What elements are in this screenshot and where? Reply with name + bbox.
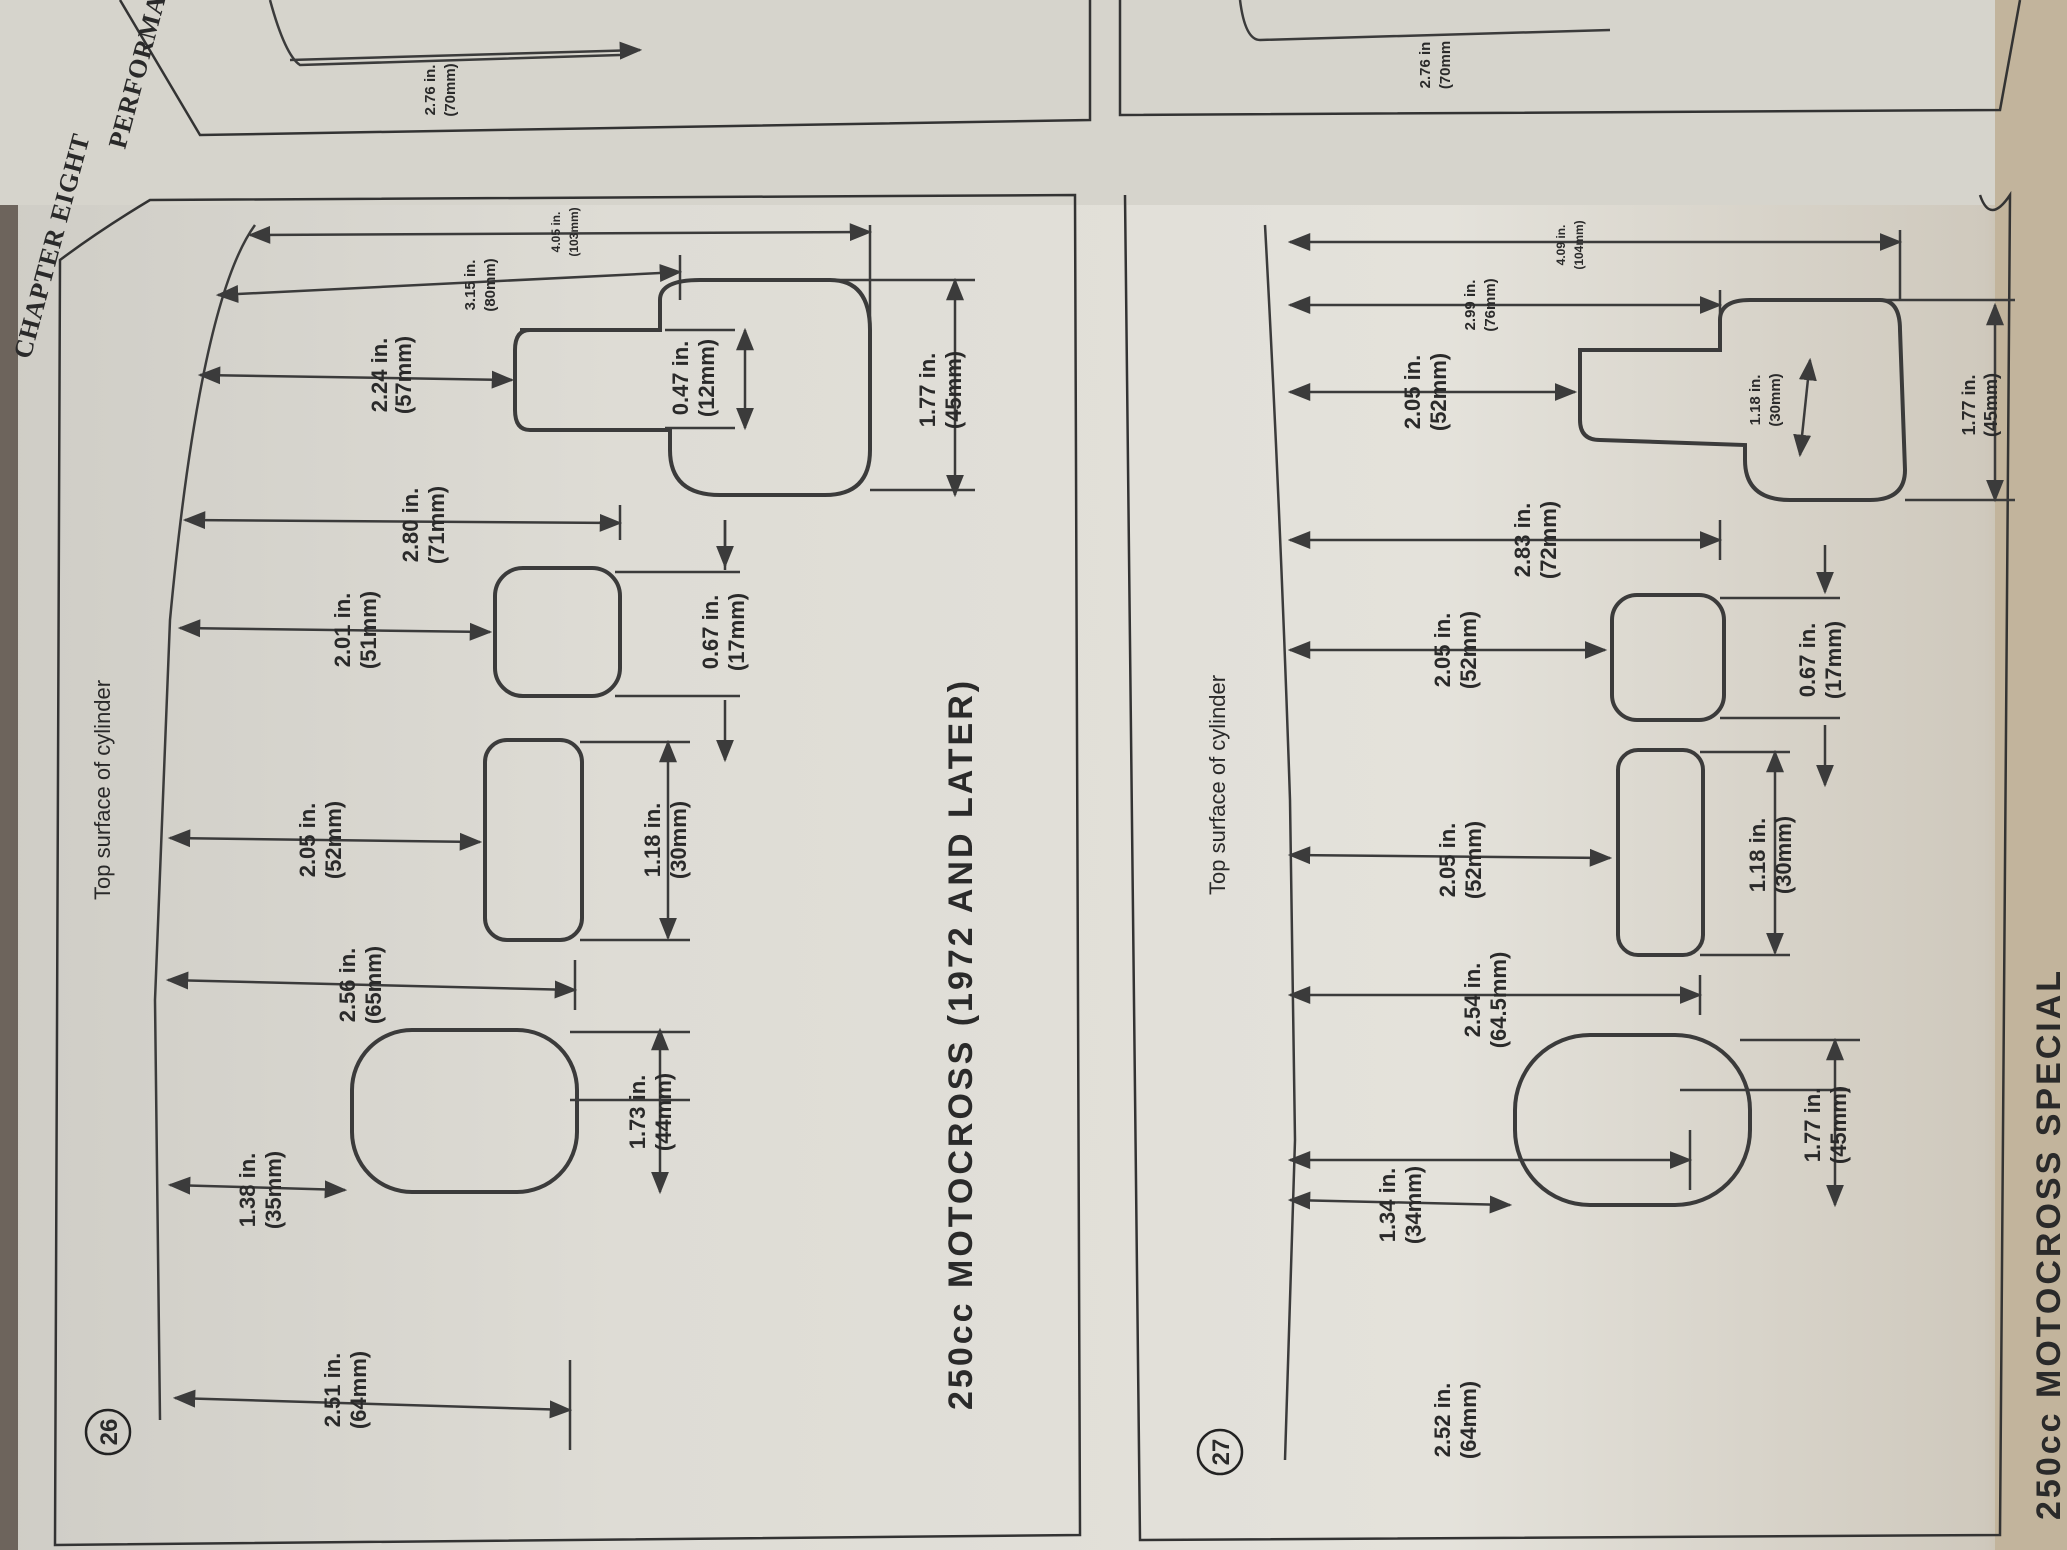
dim-label-mm: (65mm) — [361, 946, 386, 1024]
dim-label-mm: (30mm) — [666, 801, 691, 879]
dim-label: 1.77 in. — [1959, 374, 1979, 435]
top-page-area — [0, 0, 2067, 205]
dim-label-mm: (44mm) — [651, 1073, 676, 1151]
dim-label: 1.38 in. — [235, 1153, 260, 1228]
dim-label: 2.05 in. — [295, 803, 320, 878]
dim-label: 1.18 in. — [640, 803, 665, 878]
dim-label-mm: (12mm) — [694, 339, 719, 417]
dim-label: 2.52 in. — [1430, 1383, 1455, 1458]
port-exhaust — [1513, 1033, 1752, 1207]
dimension-labels: 2.52 in. (64mm) 1.34 in. (34mm) 1.77 in.… — [1375, 220, 2001, 1459]
dim-label-mm: (72mm) — [1536, 501, 1561, 579]
dim-label-mm: (103mm) — [567, 207, 581, 256]
dim-label: 1.77 in. — [1800, 1088, 1825, 1163]
top-dim-b: 2.76 in — [1417, 42, 1434, 89]
dim-label-mm: (76mm) — [1482, 278, 1499, 331]
dim-label: 2.83 in. — [1510, 503, 1535, 578]
dim-label-mm: (104mm) — [1572, 220, 1586, 269]
dim-label: 4.05 in. — [549, 212, 563, 253]
figure-number: 27 — [1208, 1439, 1235, 1466]
dim-label-mm: (52mm) — [321, 801, 346, 879]
dim-label: 2.54 in. — [1460, 963, 1485, 1038]
dim-label-mm: (52mm) — [1461, 821, 1486, 899]
dim-label-mm: (64mm) — [1456, 1381, 1481, 1459]
dim-label: 2.05 in. — [1430, 613, 1455, 688]
dim-label-mm: (51mm) — [356, 591, 381, 669]
port-transfer — [483, 738, 584, 942]
dim-label: 2.51 in. — [320, 1353, 345, 1428]
dim-label: 2.24 in. — [367, 338, 392, 413]
dim-label: 1.18 in. — [1747, 375, 1764, 426]
figure-number: 26 — [96, 1419, 123, 1446]
dim-label-mm: (80mm) — [482, 258, 499, 311]
dim-label: 2.05 in. — [1400, 355, 1425, 430]
figure-title: 250cc MOTOCROSS (1972 AND LATER) — [942, 678, 980, 1410]
dim-label-mm: (64.5mm) — [1486, 952, 1511, 1049]
upper-figure-fragment-right: 2.76 in (70mm — [1118, 0, 2022, 117]
dim-label: 2.99 in. — [1462, 280, 1479, 331]
port-exhaust — [350, 1028, 579, 1194]
dim-label-mm: (57mm) — [391, 336, 416, 414]
dimension-labels: 2.51 in. (64mm) 1.38 in. (35mm) 1.73 in.… — [235, 207, 966, 1429]
dim-label-mm: (52mm) — [1456, 611, 1481, 689]
dim-label-mm: (52mm) — [1426, 353, 1451, 431]
dim-label-mm: (45mm) — [941, 351, 966, 429]
port-boost — [493, 566, 622, 698]
dim-label: 2.05 in. — [1435, 823, 1460, 898]
top-dim-a: 2.76 in. — [422, 65, 439, 116]
top-dim-b-mm: (70mm — [1437, 41, 1454, 89]
figure-26: 26 Top surface of cylinder — [53, 193, 1082, 1547]
figure-title: 250cc MOTOCROSS SPECIAL — [2030, 968, 2067, 1520]
dim-label-mm: (45mm) — [1981, 373, 2001, 437]
port-boost — [1610, 593, 1726, 722]
dim-label-mm: (30mm) — [1767, 373, 1784, 426]
dim-label: 0.47 in. — [668, 341, 693, 416]
dim-label: 1.34 in. — [1375, 1168, 1400, 1243]
dimension-lines — [1287, 230, 2015, 1214]
dim-label-mm: (17mm) — [1821, 621, 1846, 699]
figure-27: 27 Top surface of cylinder — [1123, 190, 2067, 1542]
dim-label: 2.56 in. — [335, 948, 360, 1023]
dim-label: 0.67 in. — [698, 595, 723, 670]
dim-label-mm: (64mm) — [346, 1351, 371, 1429]
top-dim-a-mm: (70mm) — [442, 63, 459, 116]
upper-figure-fragment-left: 2.76 in. (70mm) — [118, 0, 1092, 137]
dim-label-mm: (45mm) — [1826, 1086, 1851, 1164]
dim-label: 2.80 in. — [398, 488, 423, 563]
dim-label-mm: (35mm) — [261, 1151, 286, 1229]
dim-label-mm: (17mm) — [724, 593, 749, 671]
port-intake — [513, 278, 872, 497]
port-transfer — [1616, 748, 1705, 957]
top-surface-label: Top surface of cylinder — [90, 680, 115, 900]
top-surface-label: Top surface of cylinder — [1205, 675, 1230, 895]
dim-label: 2.01 in. — [330, 593, 355, 668]
dim-label: 3.15 in. — [462, 260, 479, 311]
dim-label: 0.67 in. — [1795, 623, 1820, 698]
dim-label: 4.09 in. — [1554, 225, 1568, 266]
page-edge — [0, 205, 18, 1550]
port-intake — [1578, 298, 1908, 502]
dim-label: 1.18 in. — [1745, 818, 1770, 893]
dim-label-mm: (71mm) — [424, 486, 449, 564]
dimension-lines — [165, 223, 975, 1450]
dim-label-mm: (30mm) — [1771, 816, 1796, 894]
dim-label-mm: (34mm) — [1401, 1166, 1426, 1244]
right-page-edge — [1995, 0, 2067, 1550]
dim-label: 1.73 in. — [625, 1075, 650, 1150]
dim-label: 1.77 in. — [915, 353, 940, 428]
